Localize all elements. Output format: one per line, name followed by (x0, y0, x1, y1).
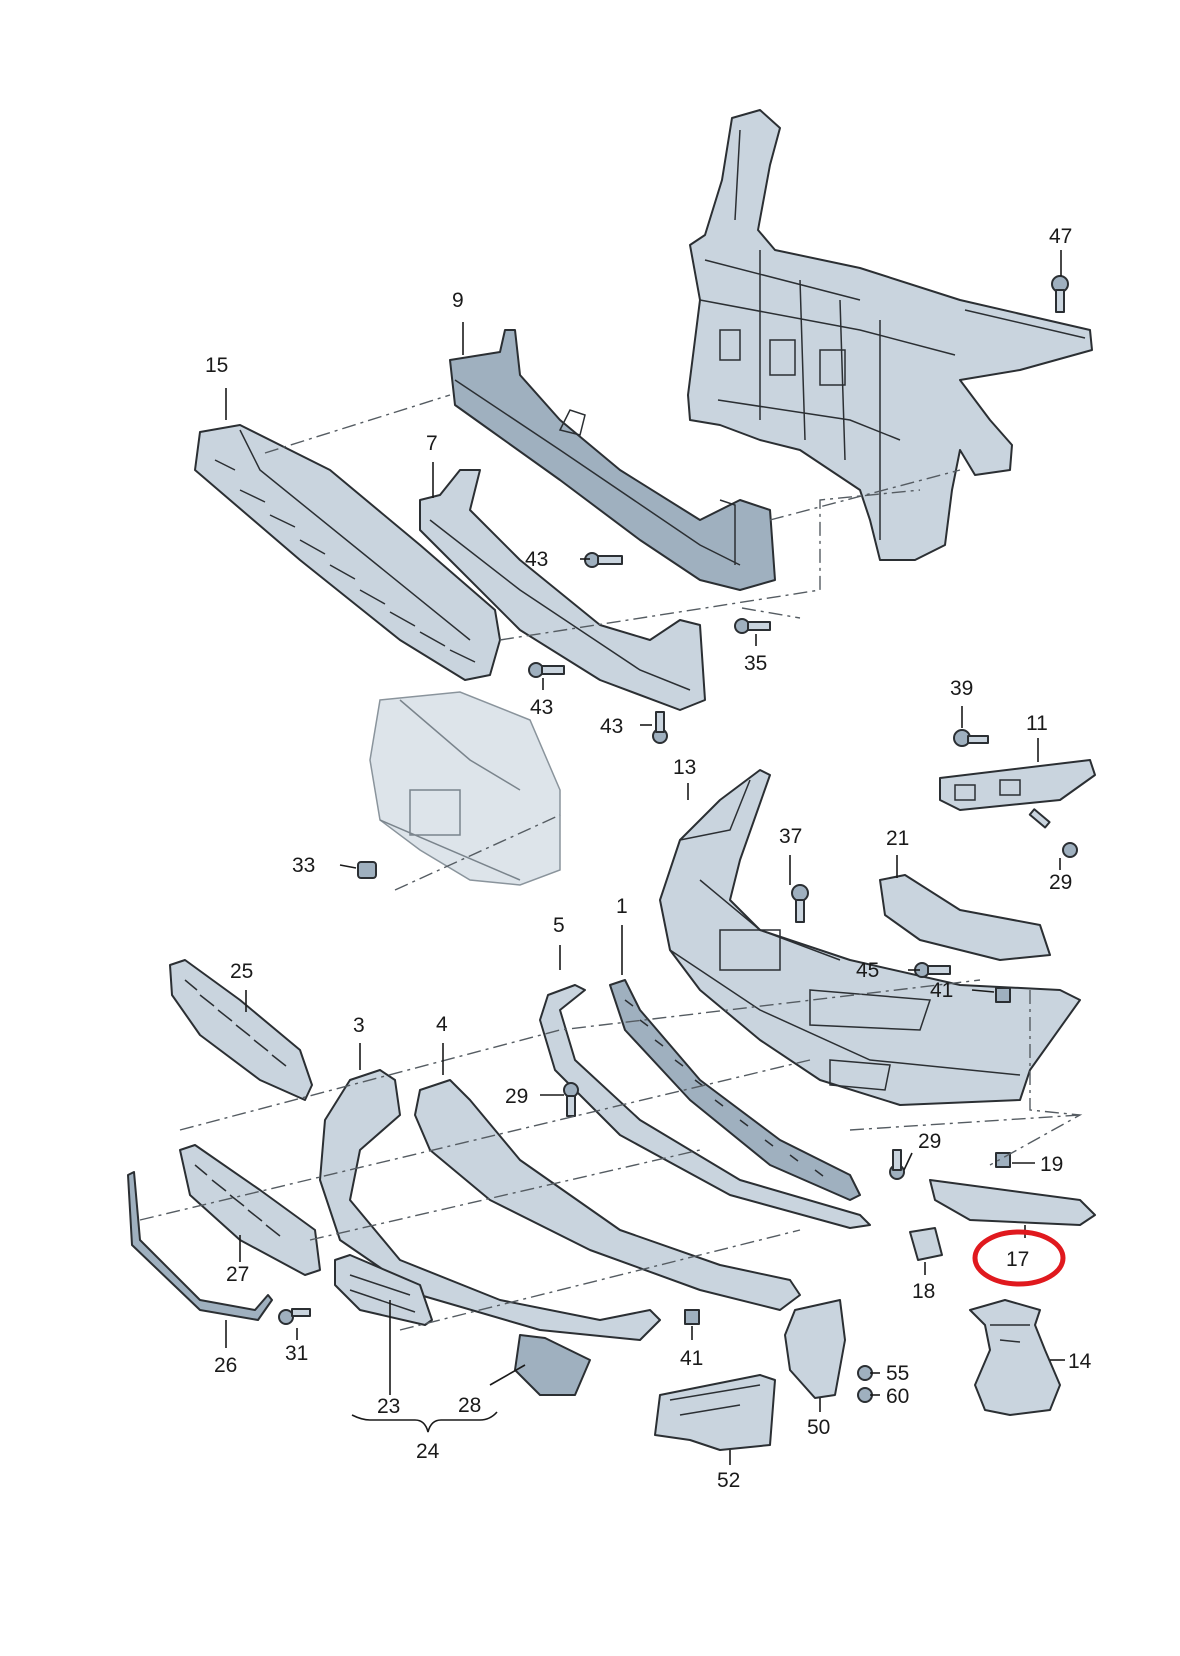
callout-33: 33 (292, 854, 315, 877)
bolt-43-left-part (528, 662, 565, 678)
screw-45-part (914, 962, 951, 978)
highlight-ring (972, 1229, 1066, 1287)
reference-bumper-outline (369, 691, 561, 886)
callout-26: 26 (214, 1354, 237, 1377)
callout-23: 23 (377, 1395, 400, 1418)
callout-41-upper: 41 (930, 979, 953, 1002)
callout-47: 47 (1049, 225, 1072, 248)
nut-41-lower-part (684, 1309, 700, 1325)
spoiler-left-part (319, 1069, 661, 1341)
callout-4: 4 (436, 1013, 448, 1036)
screw-29-upper-part (1028, 808, 1078, 858)
bolt-31-part (278, 1308, 311, 1325)
callout-7: 7 (426, 432, 438, 455)
callout-17: 17 (1006, 1248, 1029, 1271)
impact-absorber-part (194, 424, 501, 681)
clip-part (909, 1227, 943, 1261)
callout-50: 50 (807, 1416, 830, 1439)
callout-55: 55 (886, 1362, 909, 1385)
bolt-43-lower-part (652, 711, 668, 744)
callout-39: 39 (950, 677, 973, 700)
callout-35: 35 (744, 652, 767, 675)
clip-37-part (791, 884, 809, 923)
callout-1: 1 (616, 895, 628, 918)
callout-18: 18 (912, 1280, 935, 1303)
grille-lower-part (179, 1144, 321, 1276)
callout-29-upper: 29 (1049, 871, 1072, 894)
callout-41-lower: 41 (680, 1347, 703, 1370)
screw-29-low-part (889, 1149, 905, 1180)
callout-15: 15 (205, 354, 228, 377)
callout-52: 52 (717, 1469, 740, 1492)
callout-37: 37 (779, 825, 802, 848)
callout-labels: 9 15 7 47 43 35 43 43 39 11 13 33 29 37 … (205, 225, 1092, 1492)
callout-60: 60 (886, 1385, 909, 1408)
callout-43-upper: 43 (525, 548, 548, 571)
assembly-lines (139, 394, 1083, 1331)
callout-29-low: 29 (918, 1130, 941, 1153)
fasteners (278, 275, 1078, 1403)
callout-5: 5 (553, 914, 565, 937)
callout-28: 28 (458, 1394, 481, 1417)
spoiler-mounting-part (609, 979, 861, 1201)
callout-45: 45 (856, 959, 879, 982)
nut-60-part (857, 1387, 873, 1403)
nut-55-part (857, 1365, 873, 1381)
bolt-35-part (734, 618, 771, 634)
bumper-cover-part (659, 769, 1081, 1106)
spoiler-center-part (414, 1079, 801, 1311)
bolt-47-part (1051, 275, 1069, 313)
screw-29-mid-part (563, 1082, 579, 1117)
callout-25: 25 (230, 960, 253, 983)
callout-11: 11 (1026, 712, 1048, 735)
bolt-43-upper-part (584, 552, 623, 568)
bumper-carrier-part (449, 329, 776, 591)
moulding-part (929, 1179, 1096, 1226)
guide-bracket-left-part (879, 874, 1051, 961)
accessory-bag-part (969, 1299, 1061, 1416)
nut-33-part (357, 861, 377, 879)
screw-39-part (953, 729, 989, 747)
callout-29-mid: 29 (505, 1085, 528, 1108)
callout-31: 31 (285, 1342, 308, 1365)
air-guide-part (514, 1334, 591, 1396)
callout-13: 13 (673, 756, 696, 779)
callout-9: 9 (452, 289, 464, 312)
callout-27: 27 (226, 1263, 249, 1286)
air-duct-part (654, 1374, 776, 1451)
bracket-guide-part (419, 469, 706, 711)
callout-19: 19 (1040, 1153, 1063, 1176)
callout-21: 21 (886, 827, 909, 850)
guide-bracket-right-part (939, 759, 1096, 811)
nut-41-upper-part (995, 987, 1011, 1003)
bracket-part (784, 1299, 846, 1399)
lock-carrier-part (687, 109, 1093, 561)
callout-43-lower: 43 (600, 715, 623, 738)
grille-upper-part (169, 959, 313, 1101)
callout-43-left: 43 (530, 696, 553, 719)
callout-3: 3 (353, 1014, 365, 1037)
trim-strip-part (127, 1171, 273, 1321)
callout-24: 24 (416, 1440, 440, 1463)
callout-14: 14 (1068, 1350, 1092, 1373)
